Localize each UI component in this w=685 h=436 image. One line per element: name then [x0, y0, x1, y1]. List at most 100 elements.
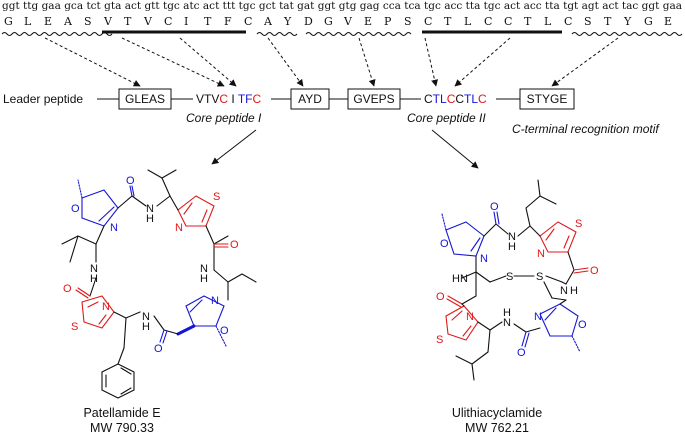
- core-peptide-2-label: Core peptide II: [407, 111, 486, 125]
- svg-text:N: N: [508, 231, 516, 243]
- svg-text:S: S: [536, 271, 543, 283]
- svg-text:N: N: [200, 263, 208, 275]
- amino-acid-letter: C: [484, 15, 492, 28]
- svg-text:H: H: [200, 273, 208, 285]
- box-ayd-label: AYD: [298, 92, 322, 106]
- svg-text:N: N: [503, 317, 511, 329]
- box-styge-label: STYGE: [527, 92, 568, 106]
- svg-text:O: O: [440, 238, 449, 250]
- ulithiacyclamide-structure: O N S N: [436, 179, 599, 381]
- amino-acid-letter: E: [44, 15, 52, 28]
- svg-text:N: N: [142, 311, 150, 323]
- svg-text:N: N: [146, 203, 154, 215]
- amino-acid-letter: C: [424, 15, 432, 28]
- svg-text:N: N: [211, 295, 219, 307]
- arrow-to-gvep: [358, 37, 376, 87]
- arrow-to-core2-a: [424, 37, 439, 87]
- svg-text:S: S: [506, 271, 513, 283]
- arrow-to-core2-b: [454, 37, 511, 87]
- mapping-arrows: [44, 37, 619, 87]
- amino-acid-letter: I: [184, 15, 188, 28]
- amino-acid-letter: T: [124, 15, 132, 28]
- svg-text:S: S: [213, 191, 220, 203]
- svg-text:N: N: [480, 253, 488, 265]
- amino-acid-letter: Y: [623, 15, 632, 28]
- svg-text:O: O: [436, 291, 445, 303]
- svg-text:N: N: [460, 273, 468, 285]
- arrow-to-styge: [551, 37, 619, 87]
- svg-text:H: H: [503, 307, 511, 319]
- amino-acid-letter: G: [644, 15, 653, 28]
- arrow-to-patellamide: [211, 129, 257, 165]
- amino-acid-letter: L: [24, 15, 32, 28]
- box-gveps: [347, 88, 401, 110]
- arrow-to-core1-b: [179, 37, 237, 87]
- recognition-motif-label: C-terminal recognition motif: [512, 122, 660, 136]
- wavy-underline-ayd: [256, 32, 298, 36]
- svg-text:H: H: [142, 321, 150, 333]
- wavy-underline-gleas: [1, 32, 113, 36]
- svg-text:N: N: [90, 263, 98, 275]
- amino-acid-letter: S: [584, 15, 592, 28]
- core-peptide-1-label: Core peptide I: [186, 111, 262, 125]
- svg-text:H: H: [570, 285, 578, 297]
- arrow-to-ayd: [267, 37, 304, 87]
- box-styge: [519, 88, 575, 110]
- amino-acid-letter: G: [4, 15, 13, 28]
- amino-acid-letter: Y: [283, 15, 292, 28]
- amino-acid-letter: V: [143, 15, 153, 28]
- amino-acid-letter: V: [343, 15, 353, 28]
- amino-acid-letter: V: [103, 15, 113, 28]
- arrow-to-ulithiacyclamide: [431, 129, 479, 169]
- core-peptide-1-sequence: VTVC I TFC: [196, 92, 261, 106]
- amino-acid-letter: T: [204, 15, 212, 28]
- svg-text:O: O: [126, 175, 135, 187]
- arrow-to-gleas: [44, 37, 141, 87]
- amino-acid-letter: C: [244, 15, 252, 28]
- svg-text:O: O: [71, 203, 80, 215]
- svg-text:N: N: [534, 311, 542, 323]
- svg-text:O: O: [63, 283, 72, 295]
- precursor-row: Leader peptide GLEAS VTVC I TFC AYD GVEP…: [3, 88, 660, 136]
- patellamide-e-name: Patellamide E: [83, 406, 160, 420]
- svg-text:O: O: [490, 201, 499, 213]
- amino-acid-letter: A: [263, 15, 273, 28]
- core-peptide-2-sequence: CTLCCTLC: [424, 92, 487, 106]
- amino-acid-letter: E: [364, 15, 372, 28]
- svg-text:N: N: [110, 222, 118, 234]
- amino-acid-letter: T: [524, 15, 532, 28]
- amino-acid-letter: A: [63, 15, 73, 28]
- svg-text:H: H: [452, 273, 460, 285]
- arrow-to-core1-a: [121, 37, 225, 87]
- svg-text:N: N: [537, 248, 545, 260]
- amino-acid-letter: D: [304, 15, 313, 28]
- amino-acid-letter: P: [384, 15, 392, 28]
- ulithiacyclamide-mw: MW 762.21: [465, 421, 529, 435]
- ulithiacyclamide-name: Ulithiacyclamide: [452, 406, 542, 420]
- svg-text:N: N: [560, 285, 568, 297]
- svg-text:O: O: [517, 347, 526, 359]
- svg-text:H: H: [146, 213, 154, 225]
- patellamide-e-structure: O N S N: [61, 169, 257, 399]
- amino-acid-letter: T: [604, 15, 612, 28]
- svg-text:O: O: [220, 325, 229, 337]
- svg-text:N: N: [102, 301, 110, 313]
- amino-acid-letter: L: [464, 15, 472, 28]
- amino-acid-letter: S: [404, 15, 412, 28]
- dna-sequence: ggt ttg gaa gca tct gta act gtt tgc atc …: [2, 0, 682, 12]
- svg-text:S: S: [436, 334, 443, 346]
- amino-acid-letter: C: [564, 15, 572, 28]
- svg-text:H: H: [90, 273, 98, 285]
- svg-text:S: S: [575, 218, 582, 230]
- sequence-underlines: [1, 30, 683, 36]
- amino-acid-letter: S: [84, 15, 92, 28]
- box-gveps-label: GVEPS: [353, 92, 394, 106]
- wavy-underline-styge: [571, 32, 683, 36]
- box-gleas-label: GLEAS: [125, 92, 165, 106]
- amino-acid-letter: C: [504, 15, 512, 28]
- wavy-underline-gvep: [305, 32, 412, 36]
- svg-text:O: O: [230, 239, 239, 251]
- amino-acid-letter: G: [324, 15, 333, 28]
